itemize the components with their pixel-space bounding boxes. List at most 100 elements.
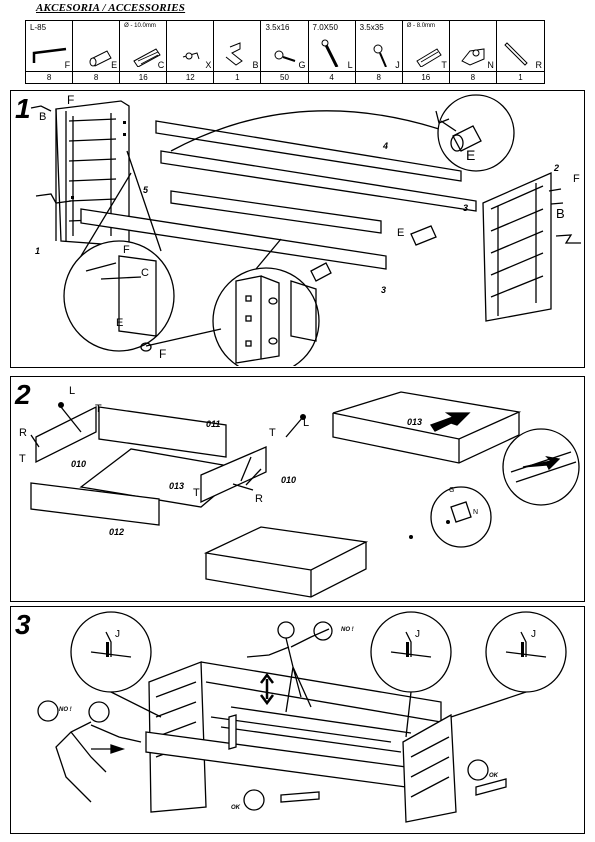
label-part-5: 5 — [143, 185, 149, 195]
bracket-icon — [450, 31, 496, 67]
label-e: E — [466, 147, 476, 163]
accessory-letter: X — [205, 60, 212, 70]
label-l-left: L — [69, 385, 76, 397]
accessory-size: L-85 — [30, 23, 47, 32]
label-part-011: 011 — [206, 419, 221, 429]
accessory-cell-r: R — [497, 21, 544, 71]
label-no-top: NO ! — [341, 627, 354, 633]
accessory-count: 12 — [167, 71, 215, 83]
label-j-right: J — [531, 629, 536, 640]
step-1-diagram — [30, 94, 581, 366]
accessory-cell-x: X — [167, 21, 215, 71]
accessory-letter: G — [298, 60, 306, 70]
label-c-zoom: C — [141, 267, 149, 279]
step-3-panel: 3 — [10, 606, 585, 834]
label-j-mid: J — [415, 629, 420, 640]
accessory-count: 1 — [496, 71, 544, 83]
accessory-cell-n: N — [450, 21, 497, 71]
allen-key-icon — [26, 31, 72, 67]
accessory-size: Ø - 10.0mm — [124, 23, 156, 29]
page-title: AKCESORIA / ACCESSORIES — [36, 2, 186, 14]
dowel-icon — [120, 31, 166, 67]
step-number: 3 — [15, 609, 31, 640]
label-b-right: B — [556, 206, 565, 221]
label-no-left: NO ! — [59, 707, 72, 713]
label-e-mid: E — [397, 227, 405, 239]
label-part-010-right: 010 — [281, 475, 297, 485]
accessory-size: Ø - 8.0mm — [406, 23, 436, 29]
accessory-count: 8 — [449, 71, 497, 83]
label-t-left: T — [19, 453, 26, 465]
label-t-right: T — [269, 427, 276, 439]
label-part-1: 1 — [35, 246, 41, 256]
accessory-count: 8 — [355, 71, 403, 83]
accessory-count: 16 — [120, 71, 168, 83]
label-r-left: R — [19, 427, 27, 439]
accessory-letter: T — [441, 60, 447, 70]
accessory-size: 7.0X50 — [312, 23, 338, 32]
accessory-count: 8 — [73, 71, 121, 83]
accessory-letter: F — [64, 60, 71, 70]
label-j-left: J — [115, 629, 120, 640]
label-ok-right: OK — [489, 773, 498, 779]
label-t-top: T — [95, 403, 102, 415]
step-2-panel: 2 — [10, 376, 585, 602]
label-part-013-right: 013 — [407, 417, 423, 427]
barrel-nut-icon — [73, 31, 119, 67]
hex-wrench-icon — [214, 31, 260, 67]
label-part-3a: 3 — [463, 203, 469, 213]
accessory-letter: R — [535, 60, 542, 70]
screwdriver-icon — [497, 31, 544, 67]
step-3-diagram — [37, 611, 567, 823]
accessory-letter: E — [111, 60, 118, 70]
label-ok-bottom: OK — [231, 805, 240, 811]
label-f-bolt: F — [159, 347, 167, 361]
accessory-count: 50 — [261, 71, 309, 83]
long-screw-icon — [309, 31, 355, 67]
label-r-mid: R — [255, 493, 263, 505]
plastic-cap-icon — [167, 31, 213, 67]
label-b: B — [39, 111, 47, 123]
label-t-mid: T — [193, 487, 200, 499]
accessory-cell-e: E — [73, 21, 121, 71]
short-screw-icon — [261, 31, 307, 67]
accessory-letter: L — [347, 60, 353, 70]
step-2-diagram — [30, 391, 580, 598]
label-part-010-left: 010 — [71, 459, 87, 469]
accessory-letter: C — [157, 60, 165, 70]
accessory-letter: J — [395, 60, 400, 70]
label-part-2: 2 — [554, 163, 560, 173]
accessory-count: 16 — [402, 71, 450, 83]
wood-screw-icon — [356, 31, 402, 67]
step-1-panel: 1 — [10, 90, 585, 368]
accessory-letter: N — [487, 60, 494, 70]
label-part-012: 012 — [109, 527, 125, 537]
accessory-cell-b: B — [214, 21, 262, 71]
label-n: N — [473, 509, 479, 516]
label-part-4: 4 — [383, 141, 389, 151]
accessory-size: 3.5x16 — [265, 23, 290, 32]
small-dowel-icon — [403, 31, 449, 67]
label-e-zoom: E — [116, 317, 124, 329]
accessory-count: 1 — [214, 71, 262, 83]
step-number: 1 — [15, 93, 31, 124]
accessory-size: 3.5x35 — [359, 23, 384, 32]
label-l-right: L — [303, 417, 310, 429]
label-part-013-left: 013 — [169, 481, 185, 491]
accessory-count: 8 — [26, 71, 74, 83]
label-part-3b: 3 — [381, 285, 387, 295]
accessory-count: 4 — [308, 71, 356, 83]
step-number: 2 — [15, 379, 31, 410]
label-f-right: F — [573, 173, 580, 185]
label-f-zoom: F — [123, 244, 130, 256]
accessory-letter: B — [252, 60, 259, 70]
label-g: G — [449, 487, 455, 494]
label-f: F — [67, 93, 75, 107]
